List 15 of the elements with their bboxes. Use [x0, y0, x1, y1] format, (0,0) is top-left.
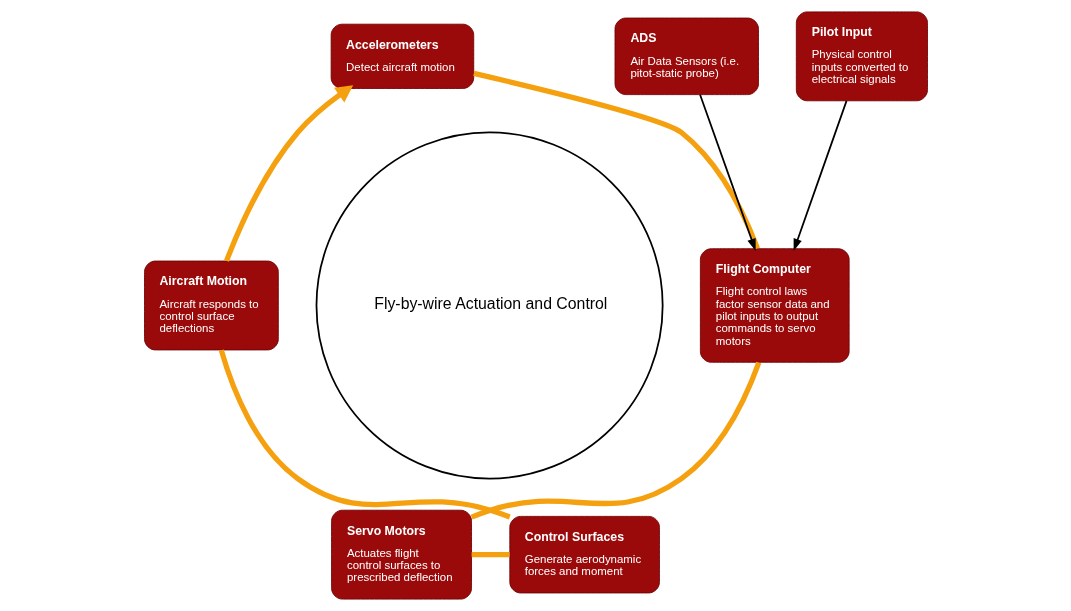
node-box: Flight Computer Flight control laws factor sensor data and pilot inputs to output commands to servo motors	[699, 248, 850, 363]
node-circle: Fly-by-wire Actuation and Control	[315, 131, 664, 480]
connector	[472, 70, 760, 250]
node-box: Accelerometers Detect aircraft motion	[330, 23, 474, 89]
node-box: Aircraft Motion Aircraft responds to control surface deflections	[143, 260, 279, 351]
connector	[218, 349, 511, 520]
arrow	[698, 93, 756, 251]
arrow	[223, 85, 353, 262]
connector	[471, 552, 510, 558]
node-box: ADS Air Data Sensors (i.e. pitot-static probe)	[614, 17, 759, 96]
node-box: Control Surfaces Generate aerodynamic forces and moment	[508, 515, 660, 594]
connector	[470, 361, 761, 520]
node-box: Servo Motors Actuates flight control surfaces to prescribed deflection	[330, 509, 472, 600]
node-box: Pilot Input Physical control inputs converted to electrical signals	[795, 11, 928, 102]
arrow	[793, 100, 847, 252]
